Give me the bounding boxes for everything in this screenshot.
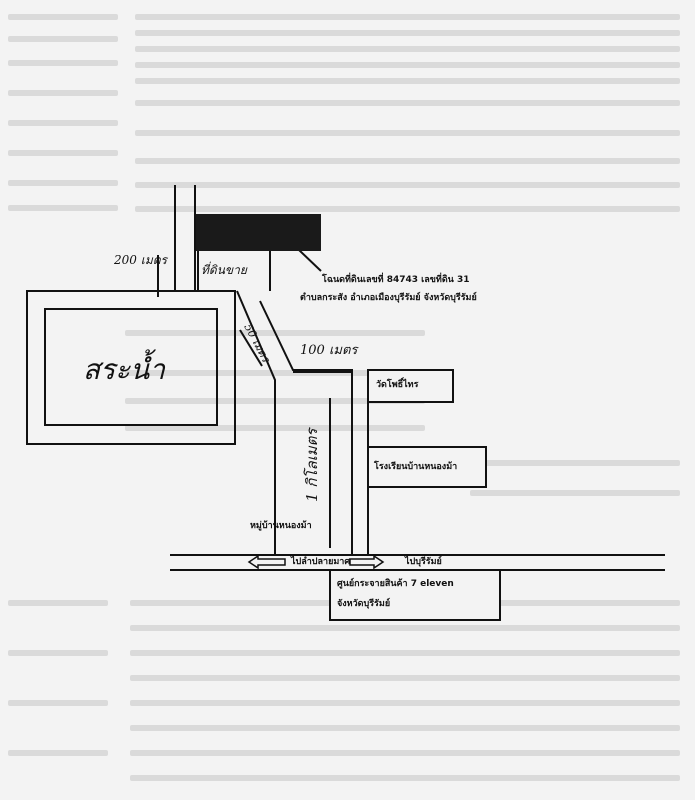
distance-100m-label: 100 เมตร: [300, 343, 358, 358]
direction-right-label: ไปบุรีรัมย์: [405, 557, 442, 567]
temple-box: [367, 369, 454, 403]
road-local-right: [259, 300, 353, 555]
village-label: หมู่บ้านหนองม้า: [250, 521, 312, 531]
direction-left-label: ไปลำปลายมาศ: [291, 557, 351, 567]
deed-label-line2: ตำบลกระสัง อำเภอเมืองบุรีรัมย์ จังหวัดบุ…: [300, 293, 477, 303]
pond-inner: [44, 308, 218, 426]
store-label-line2: จังหวัดบุรีรัมย์: [337, 599, 391, 609]
road-north: [174, 185, 196, 291]
store-label-line1: ศูนย์กระจายสินค้า 7 eleven: [337, 579, 454, 589]
redacted-block: [196, 214, 321, 251]
school-label: โรงเรียนบ้านหนองม้า: [374, 462, 458, 472]
dim-50m: [239, 329, 263, 367]
land-plot: [197, 248, 271, 291]
land-marker-label: ที่ดินขาย: [201, 263, 247, 277]
store-box: [329, 569, 501, 621]
pond-label: สระน้ำ: [83, 353, 166, 386]
pond-outer: [26, 290, 236, 445]
temple-label: วัดโพธิ์ไทร: [376, 380, 419, 390]
distance-1km-label: 1 กิโลเมตร: [303, 428, 321, 502]
school-box: [367, 446, 487, 488]
road-local-left: [236, 290, 276, 555]
arrow-right: [349, 554, 385, 570]
deed-pointer: [298, 249, 322, 272]
arrow-left: [247, 554, 286, 570]
deed-label-line1: โฉนดที่ดินเลขที่ 84743 เลขที่ดิน 31: [322, 275, 470, 285]
distance-200m-label: 200 เมตร: [114, 253, 167, 267]
